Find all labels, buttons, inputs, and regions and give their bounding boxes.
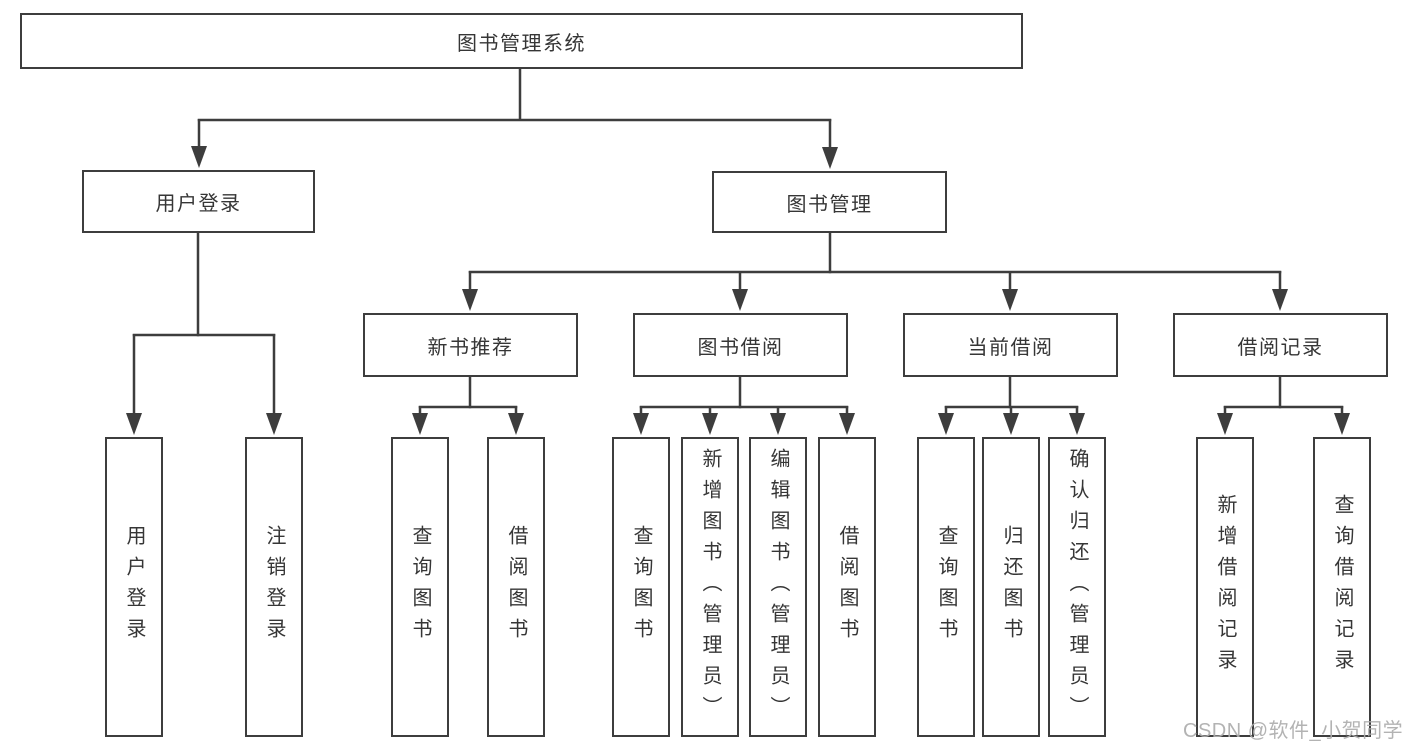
- node-label: 图书管理系统: [457, 32, 586, 55]
- node-label: 新书推荐: [427, 336, 514, 359]
- leaf-label: 用户登录: [123, 525, 145, 649]
- leaf-label: 确认归还（管理员）: [1066, 447, 1088, 727]
- node-label: 图书管理: [786, 193, 873, 216]
- leaf-query-books-current: 查询图书: [917, 437, 975, 737]
- node-label: 用户登录: [155, 193, 242, 215]
- leaf-label: 查询图书: [935, 525, 957, 649]
- leaf-label: 借阅图书: [505, 525, 527, 649]
- leaf-label: 新增图书（管理员）: [699, 447, 721, 727]
- leaf-label: 查询图书: [409, 525, 431, 649]
- leaf-query-books-recommend: 查询图书: [391, 437, 449, 737]
- node-book-borrowing: 图书借阅: [633, 313, 848, 377]
- leaf-user-login: 用户登录: [105, 437, 163, 737]
- node-label: 借阅记录: [1237, 336, 1324, 359]
- leaf-query-borrow-record: 查询借阅记录: [1313, 437, 1371, 737]
- node-label: 当前借阅: [967, 336, 1054, 359]
- csdn-watermark: CSDN @软件_小贺同学: [1183, 720, 1404, 742]
- leaf-label: 编辑图书（管理员）: [767, 447, 789, 727]
- leaf-label: 查询借阅记录: [1331, 494, 1353, 680]
- leaf-confirm-return-admin: 确认归还（管理员）: [1048, 437, 1106, 737]
- leaf-label: 归还图书: [1000, 525, 1022, 649]
- leaf-label: 借阅图书: [836, 525, 858, 649]
- leaf-edit-books-admin: 编辑图书（管理员）: [749, 437, 807, 737]
- leaf-label: 注销登录: [263, 525, 285, 649]
- leaf-label: 新增借阅记录: [1214, 494, 1236, 680]
- leaf-return-books: 归还图书: [982, 437, 1040, 737]
- leaf-logout: 注销登录: [245, 437, 303, 737]
- leaf-add-books-admin: 新增图书（管理员）: [681, 437, 739, 737]
- leaf-query-books-borrow: 查询图书: [612, 437, 670, 737]
- node-library-management-system: 图书管理系统: [20, 13, 1023, 69]
- leaf-label: 查询图书: [630, 525, 652, 649]
- node-label: 图书借阅: [697, 336, 784, 359]
- node-current-borrowing: 当前借阅: [903, 313, 1118, 377]
- leaf-borrow-books-recommend: 借阅图书: [487, 437, 545, 737]
- node-book-management: 图书管理: [712, 171, 947, 233]
- leaf-add-borrow-record: 新增借阅记录: [1196, 437, 1254, 737]
- leaf-borrow-books: 借阅图书: [818, 437, 876, 737]
- node-new-book-recommendation: 新书推荐: [363, 313, 578, 377]
- node-user-login: 用户登录: [82, 170, 315, 233]
- node-borrowing-records: 借阅记录: [1173, 313, 1388, 377]
